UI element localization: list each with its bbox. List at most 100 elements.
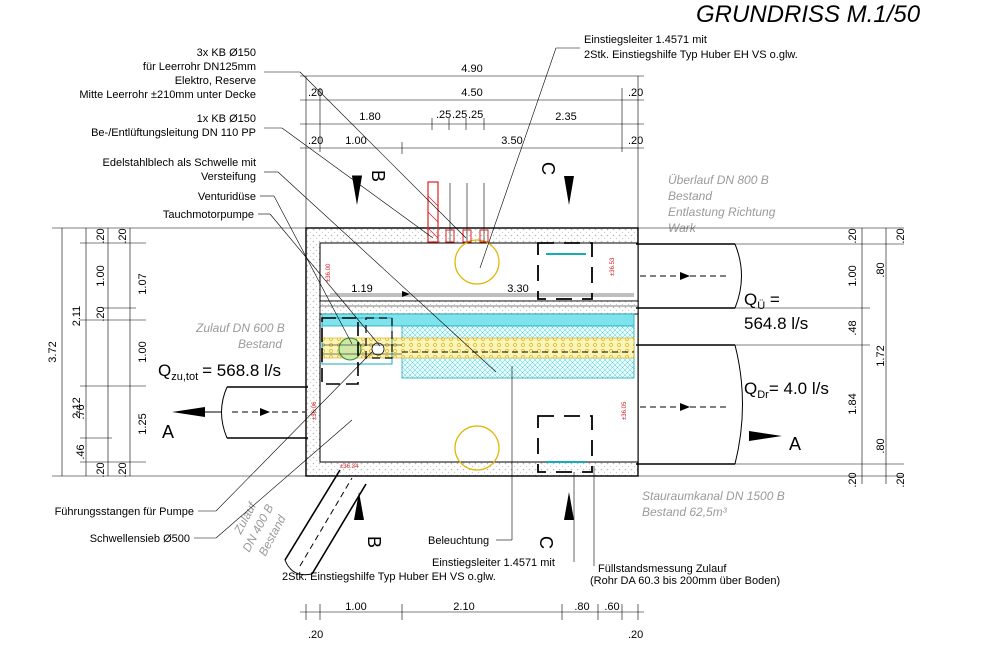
flow-qu: QÜ = 564.8 l/s [744,290,808,333]
svg-text:A: A [789,434,801,454]
label-stauraum: Stauraumkanal DN 1500 B Bestand 62,5m³ [642,489,785,519]
svg-text:564.8 l/s: 564.8 l/s [744,314,808,333]
label-zulauf400: Zulauf DN 400 B Bestand [231,499,289,559]
svg-text:Führungsstangen für Pumpe: Führungsstangen für Pumpe [55,506,194,518]
screen-area [321,313,635,327]
svg-text:Bestand: Bestand [238,337,282,351]
svg-text:Stauraumkanal DN 1500 B: Stauraumkanal DN 1500 B [642,489,785,503]
svg-text:.60: .60 [604,601,619,613]
svg-text:C: C [538,162,558,175]
manhole-upper [537,242,593,300]
svg-text:2Stk. Einstiegshilfe Typ Hube: 2Stk. Einstiegshilfe Typ Huber EH VS o.g… [584,49,798,61]
svg-text:.20: .20 [117,228,129,243]
callout-fuell: Füllstandsmessung Zulauf (Rohr DA 60.3 b… [590,466,780,587]
svg-text:Zulauf DN 600 B: Zulauf DN 600 B [195,321,285,335]
dims-bottom: 1.00 2.10 .80 .60 .20 .20 [300,601,644,641]
svg-text:.80: .80 [875,438,887,453]
svg-text:±36.53: ±36.53 [610,257,616,276]
dims-top: 4.90 .20 4.50 .20 1.80 .25 .25 .25 2.35 … [300,63,644,297]
callout-kb150-vent: 1x KB Ø150 Be-/Entlüftungsleitung DN 110… [91,113,434,239]
svg-text:Einstiegsleiter 1.4571 mit: Einstiegsleiter 1.4571 mit [432,557,555,569]
svg-text:1.00: 1.00 [137,341,149,362]
svg-text:±36.34: ±36.34 [340,464,359,470]
svg-text:1.00: 1.00 [847,265,859,286]
svg-text:Überlauf DN 800 B: Überlauf DN 800 B [668,173,769,187]
section-marker-c-bottom: C [536,492,574,549]
pipe-inflow-dn400 [284,469,367,576]
pump-marker [371,342,385,356]
dims-left: 3.72 2.11 2.12 .20 1.00 .20 .76 .46 .20 … [47,227,306,478]
svg-text:.76: .76 [75,404,87,419]
svg-text:.20: .20 [308,629,323,641]
svg-text:±36.00: ±36.00 [326,263,332,282]
svg-text:1x KB Ø150: 1x KB Ø150 [197,113,256,125]
drawing-title: GRUNDRISS M.1/50 [696,1,921,28]
svg-text:.25: .25 [468,109,483,121]
svg-text:Bestand: Bestand [668,189,712,203]
svg-text:1.07: 1.07 [137,273,149,294]
svg-text:Beleuchtung: Beleuchtung [428,535,489,547]
svg-text:3x KB Ø150: 3x KB Ø150 [197,47,256,59]
svg-text:Tauchmotorpumpe: Tauchmotorpumpe [163,209,254,221]
svg-text:1.84: 1.84 [847,393,859,414]
pipe-overflow-dn800 [636,243,742,309]
pump-dashed-box-2 [365,317,393,359]
svg-text:(Rohr DA 60.3 bis 200mm über B: (Rohr DA 60.3 bis 200mm über Boden) [590,575,780,587]
section-marker-a-right: A [749,431,801,454]
svg-text:.20: .20 [847,472,859,487]
svg-text:1.00: 1.00 [95,265,107,286]
svg-text:.80: .80 [574,601,589,613]
svg-text:.25: .25 [452,109,467,121]
svg-text:3.50: 3.50 [501,135,522,147]
svg-text:4.90: 4.90 [461,63,482,75]
svg-text:.20: .20 [95,462,107,477]
svg-text:.20: .20 [628,87,643,99]
section-marker-b-top: B [352,170,388,205]
flow-qdr: QDr= 4.0 l/s [744,379,829,401]
svg-text:C: C [536,536,556,549]
svg-text:Elektro, Reserve: Elektro, Reserve [175,75,256,87]
svg-text:1.80: 1.80 [359,111,380,123]
svg-text:1.19: 1.19 [351,283,372,295]
label-ueberlauf: Überlauf DN 800 B Bestand Entlastung Ric… [668,173,776,235]
venturi-nozzle [338,337,362,361]
svg-text:Edelstahlblech als Schwelle mi: Edelstahlblech als Schwelle mit [103,157,256,169]
svg-text:2.35: 2.35 [555,111,576,123]
svg-text:1.00: 1.00 [345,601,366,613]
svg-text:3.72: 3.72 [47,341,59,362]
svg-text:Be-/Entlüftungsleitung DN 110: Be-/Entlüftungsleitung DN 110 PP [91,127,256,139]
svg-text:.48: .48 [847,320,859,335]
callout-leiter-top: Einstiegsleiter 1.4571 mit 2Stk. Einstie… [479,34,798,269]
svg-text:2Stk. Einstiegshilfe Typ Hube: 2Stk. Einstiegshilfe Typ Huber EH VS o.g… [282,571,496,583]
svg-text:1.00: 1.00 [345,135,366,147]
callout-pumpe: Tauchmotorpumpe [163,209,381,347]
svg-text:3.30: 3.30 [507,283,528,295]
svg-text:.20: .20 [117,462,129,477]
svg-text:Schwellensieb Ø500: Schwellensieb Ø500 [90,533,190,545]
svg-text:Bestand 62,5m³: Bestand 62,5m³ [642,505,728,519]
svg-text:Füllstandsmessung Zulauf: Füllstandsmessung Zulauf [598,563,727,575]
section-marker-c-top: C [538,162,574,205]
callout-edelstahl: Edelstahlblech als Schwelle mit Versteif… [103,157,497,373]
svg-text:.20: .20 [895,472,907,487]
callout-venturi: Venturidüse [198,191,353,345]
svg-text:.80: .80 [875,262,887,277]
svg-text:für Leerrohr DN125mm: für Leerrohr DN125mm [143,61,256,73]
upper-chamber [319,242,639,302]
svg-text:1.25: 1.25 [137,413,149,434]
svg-text:.20: .20 [895,228,907,243]
svg-text:4.50: 4.50 [461,87,482,99]
svg-text:2.10: 2.10 [453,601,474,613]
section-marker-a-left: A [162,407,222,442]
svg-text:Einstiegsleiter 1.4571 mit: Einstiegsleiter 1.4571 mit [584,34,707,46]
svg-text:B: B [364,536,384,548]
svg-text:.25: .25 [436,109,451,121]
svg-text:Versteifung: Versteifung [201,171,256,183]
svg-text:.20: .20 [308,135,323,147]
shaft-opening-lower [454,425,500,471]
callout-beleuchtung: Beleuchtung [428,366,513,547]
flow-qzu: Qzu,tot= 568.8 l/s [158,361,281,383]
svg-text:B: B [368,170,388,182]
svg-text:.46: .46 [75,444,87,459]
